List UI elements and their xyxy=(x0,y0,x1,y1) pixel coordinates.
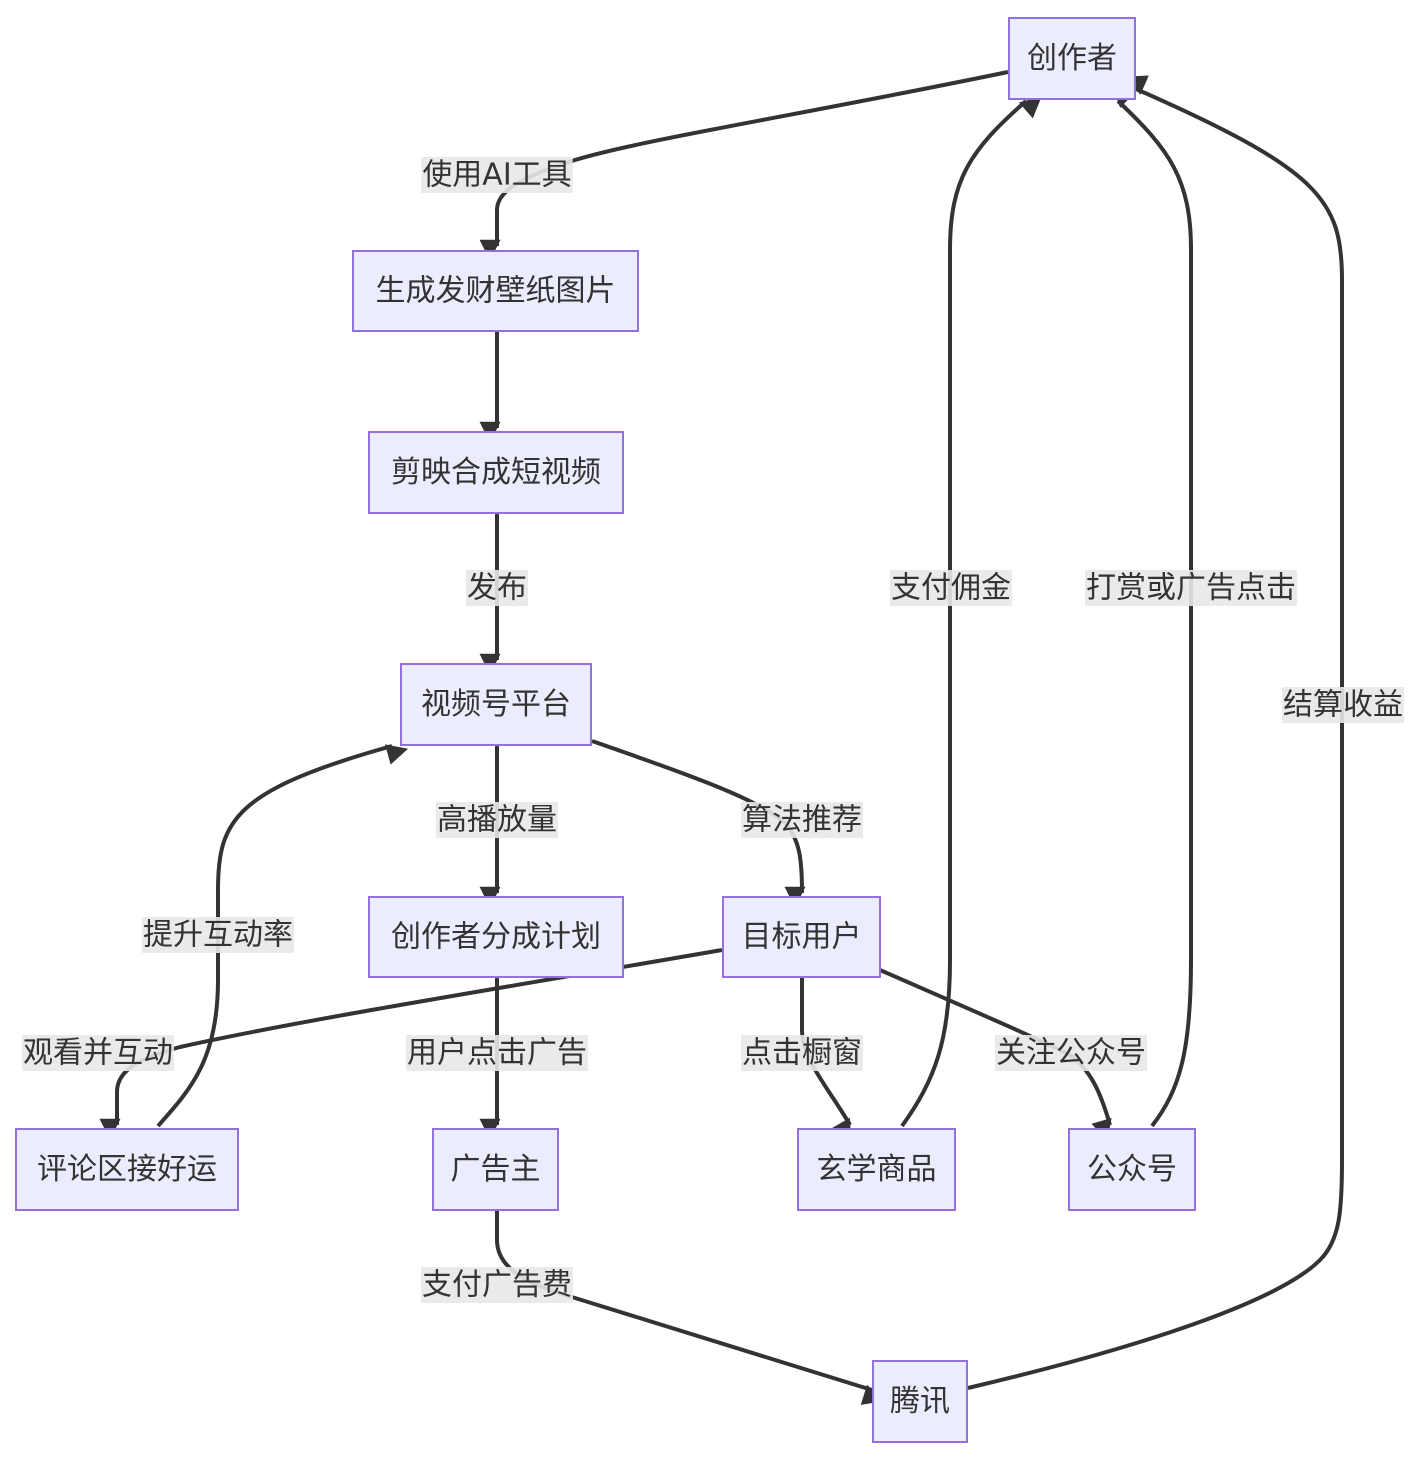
svg-text:创作者: 创作者 xyxy=(1027,41,1117,76)
svg-text:结算收益: 结算收益 xyxy=(1283,688,1403,723)
svg-text:剪映合成短视频: 剪映合成短视频 xyxy=(391,455,601,490)
edge-creator-to-wallpaper xyxy=(479,70,1009,261)
edge-comments-to-platform xyxy=(156,744,409,1128)
svg-text:用户点击广告: 用户点击广告 xyxy=(407,1036,587,1071)
node-revenue-share: 创作者分成计划 xyxy=(368,896,624,978)
edge-label-publish: 发布 xyxy=(466,570,528,606)
edge-label-use-ai: 使用AI工具 xyxy=(421,157,573,193)
edge-official-account-to-creator xyxy=(1112,85,1193,1128)
edge-label-click-window: 点击橱窗 xyxy=(741,1035,863,1071)
svg-text:公众号: 公众号 xyxy=(1087,1152,1177,1187)
edge-label-reward: 打赏或广告点击 xyxy=(1085,570,1297,606)
svg-text:提升互动率: 提升互动率 xyxy=(143,918,293,953)
edge-tencent-to-creator xyxy=(967,75,1344,1390)
svg-text:打赏或广告点击: 打赏或广告点击 xyxy=(1086,571,1296,606)
edge-advertiser-to-tencent xyxy=(495,1211,884,1405)
svg-text:目标用户: 目标用户 xyxy=(742,920,862,955)
svg-text:观看并互动: 观看并互动 xyxy=(23,1036,173,1071)
edge-target-users-to-mystic-goods xyxy=(800,978,852,1142)
edge-label-algorithm: 算法推荐 xyxy=(741,802,863,838)
svg-text:发布: 发布 xyxy=(467,571,527,606)
svg-text:关注公众号: 关注公众号 xyxy=(996,1036,1146,1071)
svg-text:广告主: 广告主 xyxy=(451,1152,541,1187)
svg-text:点击橱窗: 点击橱窗 xyxy=(742,1036,862,1071)
node-jianying: 剪映合成短视频 xyxy=(368,431,624,514)
edge-label-high-views: 高播放量 xyxy=(436,802,558,838)
node-platform: 视频号平台 xyxy=(400,663,592,746)
node-official-account: 公众号 xyxy=(1068,1128,1196,1211)
edge-label-click-ad: 用户点击广告 xyxy=(406,1035,588,1071)
node-mystic-goods: 玄学商品 xyxy=(797,1128,956,1211)
edge-label-pay-ad-fee: 支付广告费 xyxy=(421,1267,573,1303)
node-creator: 创作者 xyxy=(1008,17,1136,100)
svg-text:生成发财壁纸图片: 生成发财壁纸图片 xyxy=(376,274,616,309)
node-comments: 评论区接好运 xyxy=(15,1128,239,1211)
node-wallpaper: 生成发财壁纸图片 xyxy=(352,250,639,332)
svg-text:腾讯: 腾讯 xyxy=(890,1384,950,1419)
edge-label-boost: 提升互动率 xyxy=(142,917,294,953)
node-tencent: 腾讯 xyxy=(872,1360,968,1443)
edge-label-settle: 结算收益 xyxy=(1282,687,1404,723)
svg-text:玄学商品: 玄学商品 xyxy=(817,1152,937,1187)
edge-mystic-goods-to-creator xyxy=(900,96,1042,1128)
edge-label-watch: 观看并互动 xyxy=(22,1035,174,1071)
svg-text:创作者分成计划: 创作者分成计划 xyxy=(391,920,601,955)
svg-text:视频号平台: 视频号平台 xyxy=(421,687,571,722)
svg-text:支付佣金: 支付佣金 xyxy=(891,571,1011,606)
node-advertiser: 广告主 xyxy=(432,1128,559,1211)
svg-text:使用AI工具: 使用AI工具 xyxy=(422,158,571,193)
svg-text:支付广告费: 支付广告费 xyxy=(422,1268,572,1303)
edge-label-follow: 关注公众号 xyxy=(995,1035,1147,1071)
svg-text:评论区接好运: 评论区接好运 xyxy=(37,1152,217,1187)
edge-label-commission: 支付佣金 xyxy=(890,570,1012,606)
svg-text:高播放量: 高播放量 xyxy=(437,803,557,838)
node-target-users: 目标用户 xyxy=(722,896,881,978)
svg-text:算法推荐: 算法推荐 xyxy=(742,803,862,838)
